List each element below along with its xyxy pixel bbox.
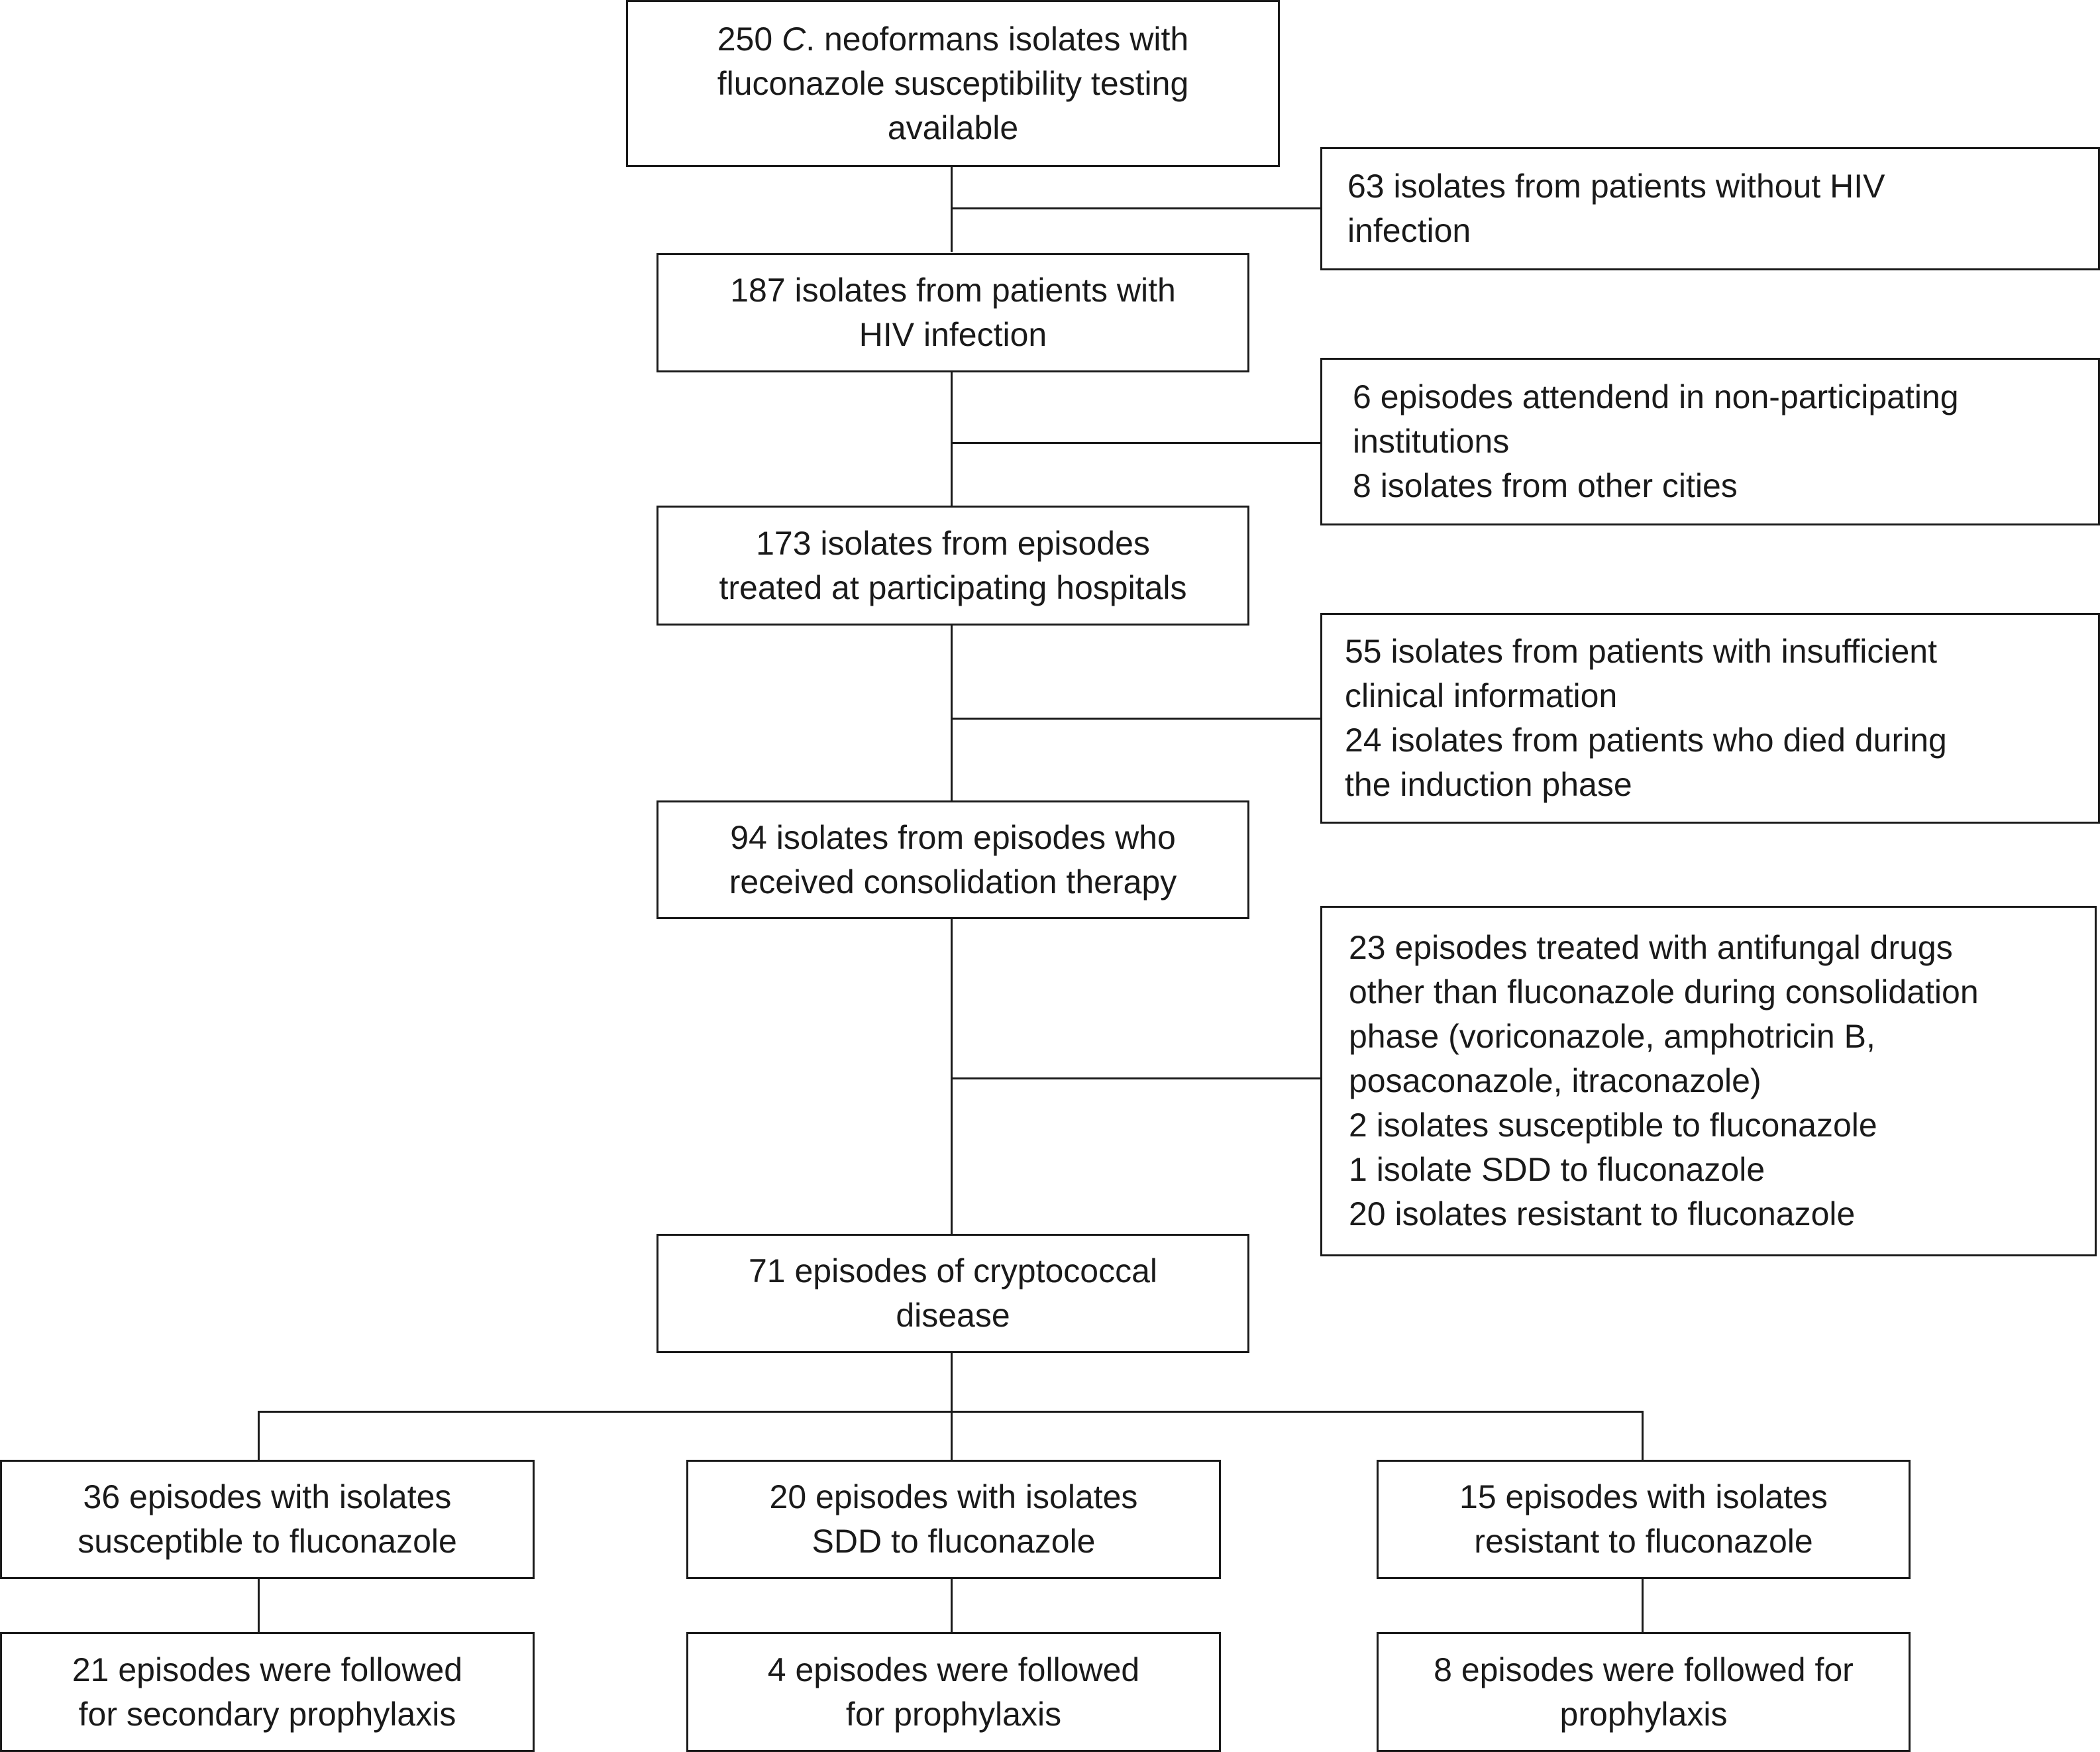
- connector-line: [258, 1411, 1644, 1413]
- connector-line: [951, 442, 1322, 444]
- followed-resistant-box: 8 episodes were followed for prophylaxis: [1377, 1632, 1911, 1752]
- connector-line: [951, 1577, 953, 1633]
- connector-line: [951, 1077, 1322, 1079]
- consolidation-box: 94 isolates from episodes who received c…: [656, 800, 1249, 919]
- connector-line: [951, 1352, 953, 1461]
- sdd-box: 20 episodes with isolates SDD to flucona…: [686, 1460, 1221, 1579]
- start-box: 250 C. neoformans isolates with fluconaz…: [626, 0, 1280, 167]
- exclusion-box-drugs: 23 episodes treated with antifungal drug…: [1320, 906, 2097, 1256]
- connector-line: [258, 1411, 260, 1461]
- followed-susceptible-box: 21 episodes were followed for secondary …: [0, 1632, 535, 1752]
- participating-box: 173 isolates from episodes treated at pa…: [656, 506, 1249, 626]
- hiv-box: 187 isolates from patients with HIV infe…: [656, 253, 1249, 372]
- exclusion-box-non-hiv: 63 isolates from patients without HIV in…: [1320, 147, 2100, 270]
- susceptible-box: 36 episodes with isolates susceptible to…: [0, 1460, 535, 1579]
- connector-line: [258, 1577, 260, 1633]
- connector-line: [951, 624, 953, 802]
- connector-line: [1642, 1577, 1644, 1633]
- connector-line: [951, 371, 953, 507]
- exclusion-box-institutions: 6 episodes attendend in non-participatin…: [1320, 358, 2100, 525]
- followed-sdd-box: 4 episodes were followed for prophylaxis: [686, 1632, 1221, 1752]
- connector-line: [1642, 1411, 1644, 1461]
- connector-line: [951, 718, 1322, 720]
- connector-line: [951, 207, 1322, 209]
- resistant-box: 15 episodes with isolates resistant to f…: [1377, 1460, 1911, 1579]
- episodes-box: 71 episodes of cryptococcal disease: [656, 1234, 1249, 1353]
- connector-line: [951, 918, 953, 1236]
- exclusion-box-information: 55 isolates from patients with insuffici…: [1320, 613, 2100, 824]
